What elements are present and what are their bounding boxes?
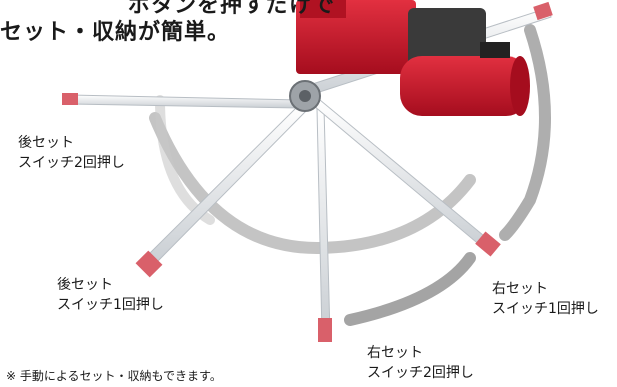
arm-bottom bbox=[316, 107, 331, 336]
machine-body bbox=[289, 0, 530, 116]
label-right-once: 右セット スイッチ1回押し bbox=[492, 279, 599, 319]
arc-right-lower bbox=[344, 252, 476, 326]
label-back-twice: 後セット スイッチ2回押し bbox=[18, 133, 125, 173]
machine-frame bbox=[480, 42, 510, 58]
label-back-once: 後セット スイッチ1回押し bbox=[57, 275, 164, 315]
machine-hub-center bbox=[299, 90, 311, 102]
label-back-once-action: スイッチ1回押し bbox=[57, 297, 164, 313]
label-right-twice-action: スイッチ2回押し bbox=[367, 365, 474, 381]
label-right-once-action: スイッチ1回押し bbox=[492, 301, 599, 317]
tip-left bbox=[62, 93, 78, 105]
tip-lower-right bbox=[475, 231, 501, 257]
machine-engine bbox=[408, 8, 486, 68]
heading-line-2: セット・収納が簡単。 bbox=[0, 20, 231, 45]
tip-upper-right bbox=[533, 1, 553, 21]
label-back-twice-title: 後セット bbox=[18, 135, 74, 151]
machine-tank bbox=[400, 56, 528, 116]
arm-left bbox=[69, 94, 301, 109]
tip-lower-left bbox=[135, 250, 163, 278]
label-right-twice: 右セット スイッチ2回押し bbox=[367, 343, 474, 383]
arm-tips bbox=[62, 1, 553, 342]
machine-main-block bbox=[296, 0, 416, 74]
label-back-twice-action: スイッチ2回押し bbox=[18, 155, 125, 171]
label-right-once-title: 右セット bbox=[492, 281, 548, 297]
arc-right-upper bbox=[499, 24, 551, 241]
label-right-twice-title: 右セット bbox=[367, 345, 423, 361]
machine-top-cap bbox=[300, 0, 346, 18]
label-back-once-title: 後セット bbox=[57, 277, 113, 293]
heading-line-1: ボタンを押すだけで bbox=[128, 0, 336, 18]
tip-bottom bbox=[318, 318, 332, 342]
machine-tank-end bbox=[510, 56, 530, 116]
footnote: ※ 手動によるセット・収納もできます。 bbox=[6, 369, 222, 383]
arc-inner bbox=[149, 112, 476, 255]
